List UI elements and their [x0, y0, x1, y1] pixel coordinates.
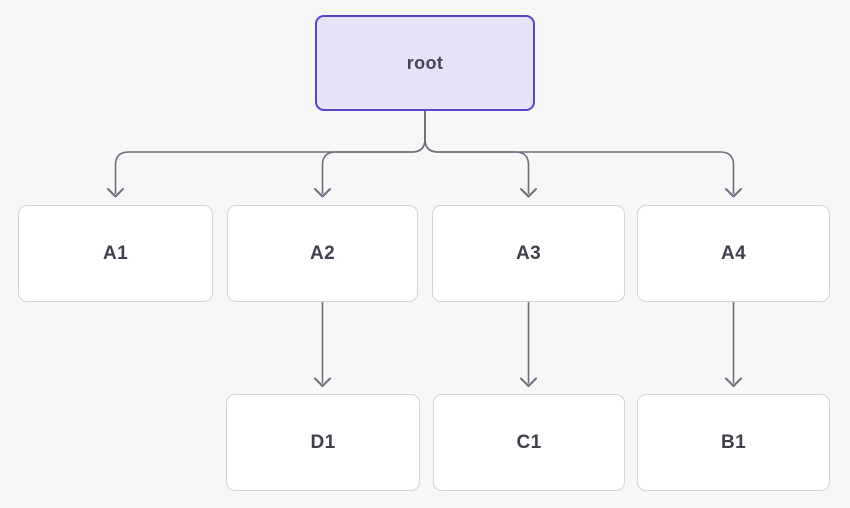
node-b1[interactable]: B1	[637, 394, 830, 491]
node-a1[interactable]: A1	[18, 205, 213, 302]
arrowhead-a3-icon	[520, 188, 537, 198]
edge-root-a1	[114, 111, 426, 194]
edge-root-a3	[424, 111, 530, 194]
arrowhead-c1-icon	[520, 377, 537, 387]
edge-root-a2	[321, 111, 426, 194]
node-root[interactable]: root	[315, 15, 535, 111]
node-c1[interactable]: C1	[433, 394, 625, 491]
edge-root-a4	[424, 111, 735, 194]
arrowhead-a4-icon	[725, 188, 742, 198]
arrowhead-a2-icon	[314, 188, 331, 198]
node-d1[interactable]: D1	[226, 394, 420, 491]
arrowhead-b1-icon	[725, 377, 742, 387]
node-a2[interactable]: A2	[227, 205, 418, 302]
node-a4[interactable]: A4	[637, 205, 830, 302]
node-a3[interactable]: A3	[432, 205, 625, 302]
arrowhead-d1-icon	[314, 377, 331, 387]
arrowhead-a1-icon	[107, 188, 124, 198]
